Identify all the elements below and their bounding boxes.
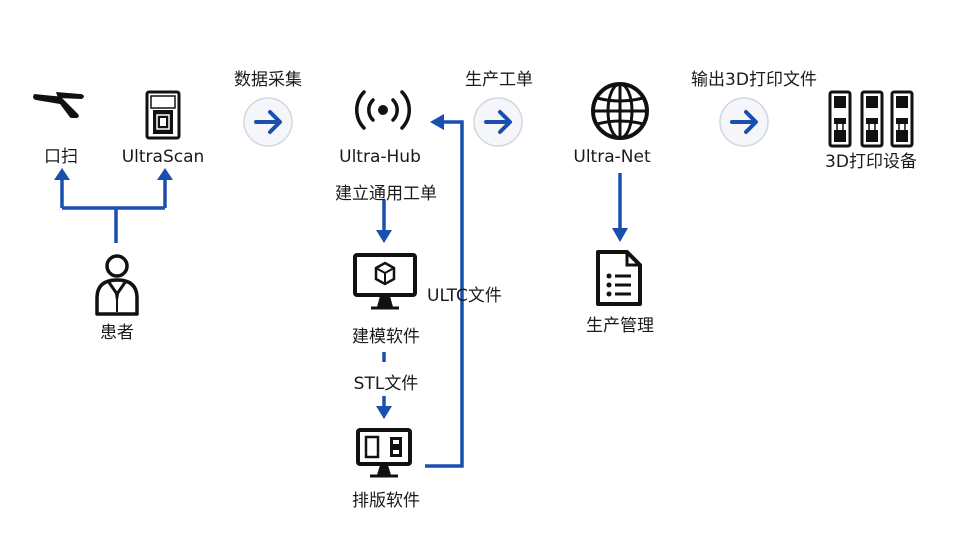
data-collection-arrow-icon xyxy=(243,97,293,147)
arrowhead-to-hub xyxy=(430,114,444,130)
layout-label: 排版软件 xyxy=(352,491,420,511)
intraoral-scanner-icon xyxy=(33,92,84,118)
monitor-cube-icon xyxy=(353,253,417,310)
3d-printer-icon xyxy=(828,90,914,148)
printers-label: 3D打印设备 xyxy=(825,152,917,172)
desktop-scanner-icon xyxy=(145,90,181,140)
edge-output-label: 输出3D打印文件 xyxy=(691,70,817,90)
ultrascan-label: UltraScan xyxy=(121,147,205,167)
globe-icon xyxy=(591,82,649,140)
intraoral-label: 口扫 xyxy=(44,147,78,167)
patient-label: 患者 xyxy=(100,323,134,343)
arrowhead-to-production xyxy=(612,228,628,242)
edge-stl-label: STL文件 xyxy=(353,374,419,394)
monitor-layout-icon xyxy=(356,428,412,478)
wireless-signal-icon xyxy=(355,90,411,130)
arrowhead-to-intraoral xyxy=(54,168,70,180)
output-arrow-icon xyxy=(719,97,769,147)
modeling-label: 建模软件 xyxy=(352,327,420,347)
production-order-arrow-icon xyxy=(473,97,523,147)
ultranet-label: Ultra-Net xyxy=(573,147,651,167)
production-label: 生产管理 xyxy=(586,316,654,336)
arrowhead-to-ultrascan xyxy=(157,168,173,180)
ultrahub-label: Ultra-Hub xyxy=(339,147,421,167)
arrowhead-to-layout xyxy=(376,406,392,419)
document-list-icon xyxy=(596,250,642,306)
layout-to-hub-loop xyxy=(425,120,464,468)
arrowhead-to-modeling xyxy=(376,230,392,243)
edge-data-collection-label: 数据采集 xyxy=(234,70,302,90)
patient-to-scanners-line xyxy=(60,178,167,243)
patient-icon xyxy=(95,254,139,316)
edge-ultc-label: ULTC文件 xyxy=(427,286,502,306)
edge-production-order-label: 生产工单 xyxy=(465,70,533,90)
edge-create-order-label: 建立通用工单 xyxy=(335,184,437,204)
